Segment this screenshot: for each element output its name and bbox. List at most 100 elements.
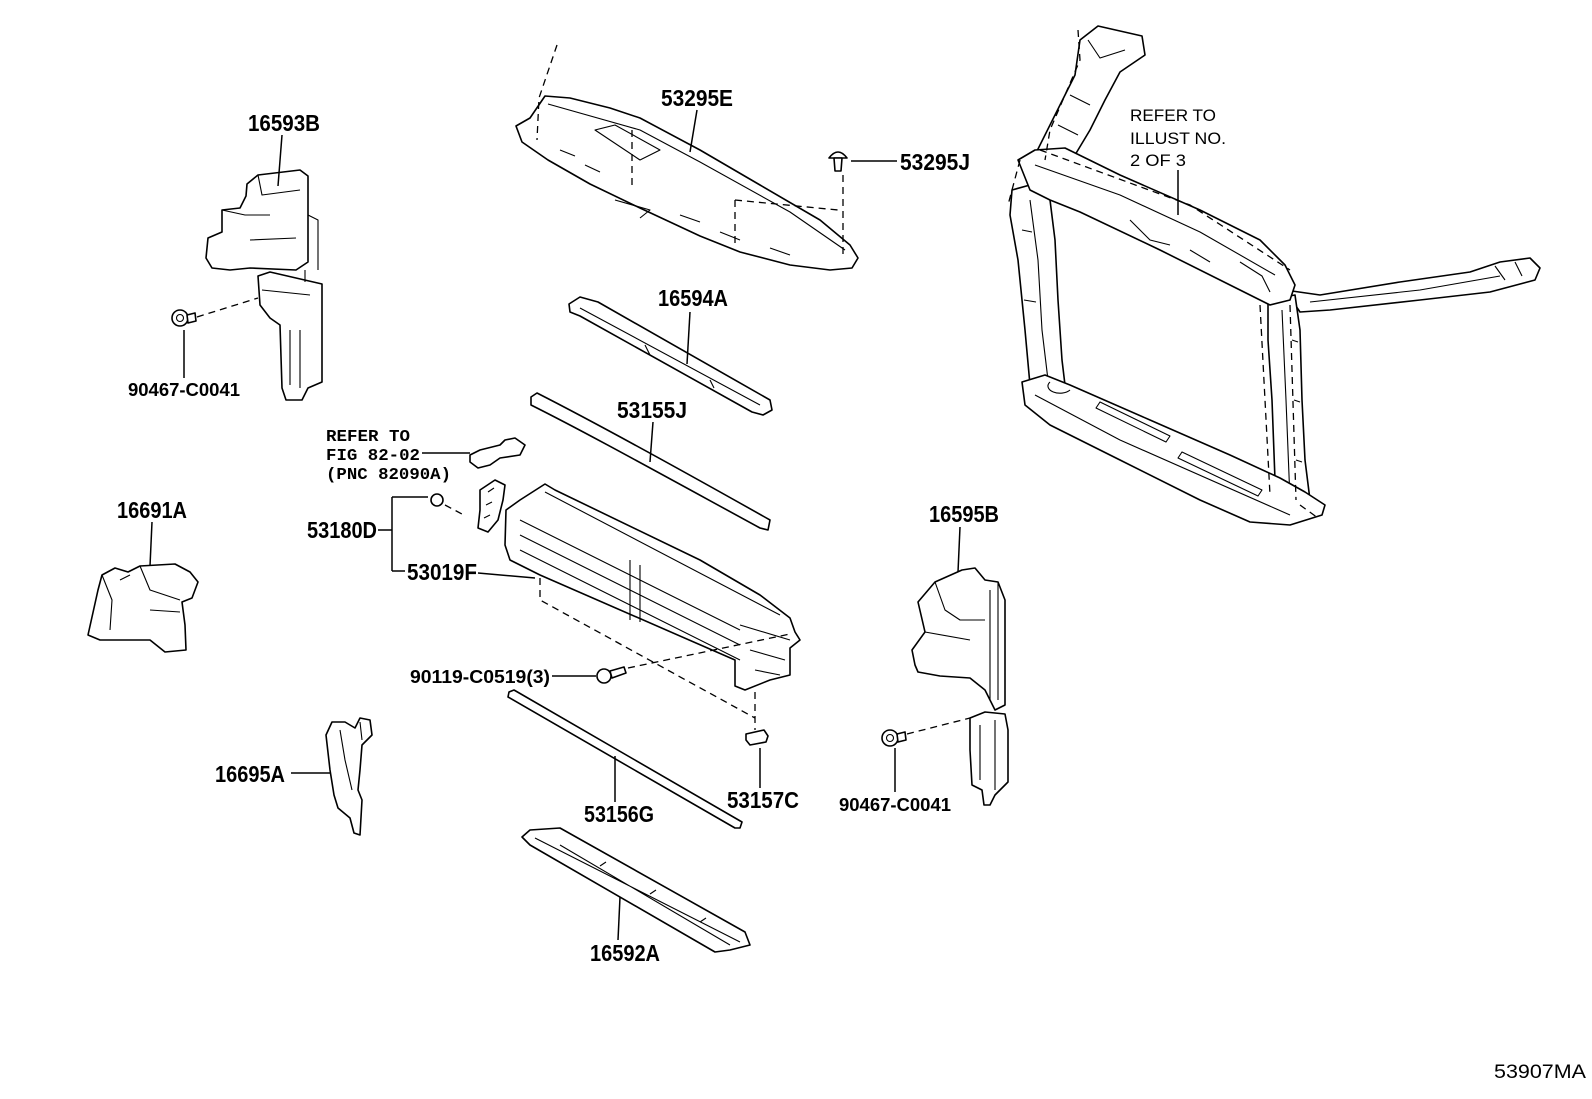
note-radiator-support: REFER TO ILLUST NO. 2 OF 3 (1130, 106, 1226, 170)
seal-rod (507, 689, 743, 829)
cover-clip-shank (833, 157, 843, 172)
radiator-support-right-post-detail (1281, 309, 1303, 501)
hood-lock-support-cover-outline (515, 95, 859, 271)
wire-bracket (469, 437, 526, 469)
small-left-bracket-detail (339, 721, 363, 791)
upper-left-seal (205, 169, 323, 401)
leader-16594A (686, 311, 691, 365)
callout-upper-left-seal[interactable]: 16593B (248, 110, 320, 136)
callout-pad[interactable]: 53157C (727, 787, 799, 813)
pad (745, 729, 769, 746)
right-seal (911, 567, 1009, 806)
leader-53295E (689, 109, 698, 153)
right-clip-shank (896, 731, 907, 743)
right-seal-upper-detail (924, 581, 999, 700)
upper-left-seal-lower-detail (261, 270, 311, 388)
right-clip (881, 717, 971, 747)
note-wire-bracket-line-1: REFER TO (326, 428, 410, 447)
right-clip-center (885, 733, 895, 743)
left-clip-shank (186, 312, 197, 324)
callout-seal-rod[interactable]: 53156G (584, 801, 654, 827)
radiator-support-bottom-beam (1021, 374, 1326, 526)
callout-screw[interactable]: 90119-C0519(3) (410, 667, 550, 687)
hood-lock-support-cover-hidden-edges (536, 44, 844, 255)
lower-left-bracket-detail (101, 565, 181, 631)
upper-support-bar-outline (568, 296, 773, 416)
cover-clip (828, 151, 848, 172)
shutter-bracket-clip (430, 493, 444, 507)
note-wire-bracket: REFER TO FIG 82-02 (PNC 82090A) (326, 428, 451, 485)
screw-head (596, 668, 612, 684)
grille-shutter-hidden-edges (539, 578, 756, 730)
upper-support-bar-detail (579, 307, 761, 406)
callout-grille-shutter[interactable]: 53019F (407, 559, 477, 585)
shutter-bracket (430, 479, 506, 533)
callout-lower-left-bracket[interactable]: 16691A (117, 497, 187, 523)
lower-left-bracket (87, 563, 199, 653)
callout-shutter-bracket[interactable]: 53180D (307, 517, 377, 543)
left-clip (171, 297, 259, 327)
note-wire-bracket-line-3: (PNC 82090A) (326, 466, 451, 485)
radiator-support-upper-arm (1034, 25, 1146, 156)
radiator-support-left-post-detail (1021, 199, 1049, 381)
lower-seal (521, 827, 751, 953)
right-clip-head (881, 729, 899, 747)
upper-left-seal-upper-piece (205, 169, 309, 271)
right-seal-lower-detail (979, 720, 996, 790)
small-left-bracket (325, 717, 373, 836)
hood-lock-support-cover-detail (547, 103, 846, 256)
leader-16595B (957, 526, 961, 573)
right-seal-upper-piece (911, 567, 1006, 711)
screw-dashed-line (627, 633, 791, 669)
left-clip-center (175, 313, 185, 323)
note-wire-bracket-line-2: FIG 82-02 (326, 447, 420, 466)
leader-53155J (649, 421, 654, 463)
left-clip-dashed-line (196, 297, 259, 318)
callout-right-seal[interactable]: 16595B (929, 501, 999, 527)
radiator-support-top-beam-detail (1034, 164, 1276, 293)
note-radiator-support-line-2: ILLUST NO. (1130, 129, 1226, 148)
radiator-support-upper-arm-detail (1057, 39, 1126, 136)
callout-cover-clip[interactable]: 53295J (900, 149, 970, 175)
callout-left-clip[interactable]: 90467-C0041 (128, 380, 240, 400)
callout-small-left-bracket[interactable]: 16695A (215, 761, 285, 787)
cover-clip-head (828, 151, 848, 159)
upper-left-seal-upper-detail (221, 174, 319, 270)
shutter-bracket-detail (483, 487, 495, 519)
left-clip-head (171, 309, 189, 327)
shutter-bracket-dashed-line (444, 504, 463, 515)
grille-shutter (504, 483, 801, 730)
note-radiator-support-line-1: REFER TO (1130, 106, 1216, 125)
radiator-support-right-arm (1284, 257, 1541, 313)
lower-left-bracket-outline (87, 563, 199, 653)
radiator-support-right-arm-detail (1309, 261, 1523, 303)
radiator-support-hidden-edges (1007, 29, 1319, 519)
radiator-support-left-post (1009, 184, 1066, 391)
radiator-support-top-beam (1017, 147, 1296, 306)
leader-16691A (149, 521, 153, 567)
callout-seal-strip[interactable]: 53155J (617, 397, 687, 423)
shutter-bracket-body (477, 479, 506, 533)
right-seal-lower-piece (969, 711, 1009, 806)
figure-id: 53907MA (1494, 1062, 1586, 1083)
radiator-support (1007, 25, 1541, 526)
note-radiator-support-line-3: 2 OF 3 (1130, 151, 1186, 170)
leader-lines (149, 109, 1179, 941)
radiator-support-bottom-beam-detail (1034, 381, 1291, 516)
grille-shutter-slats (519, 491, 791, 676)
callout-hood-lock-support-cover[interactable]: 53295E (661, 85, 733, 111)
screw-shank (609, 666, 627, 679)
callout-upper-support-bar[interactable]: 16594A (658, 285, 728, 311)
upper-support-bar (568, 296, 773, 416)
hood-lock-support-cover (515, 44, 859, 271)
leader-16592A (617, 896, 621, 941)
leader-16593B (277, 134, 283, 187)
callout-lower-seal[interactable]: 16592A (590, 940, 660, 966)
leader-53180D (378, 496, 428, 572)
lower-seal-detail (534, 837, 741, 946)
callout-labels: 16593B 53295E 53295J 90467-C0041 16594A … (117, 85, 999, 966)
leader-53019F (477, 572, 536, 579)
callout-right-clip[interactable]: 90467-C0041 (839, 795, 951, 815)
right-clip-dashed-line (906, 717, 971, 735)
